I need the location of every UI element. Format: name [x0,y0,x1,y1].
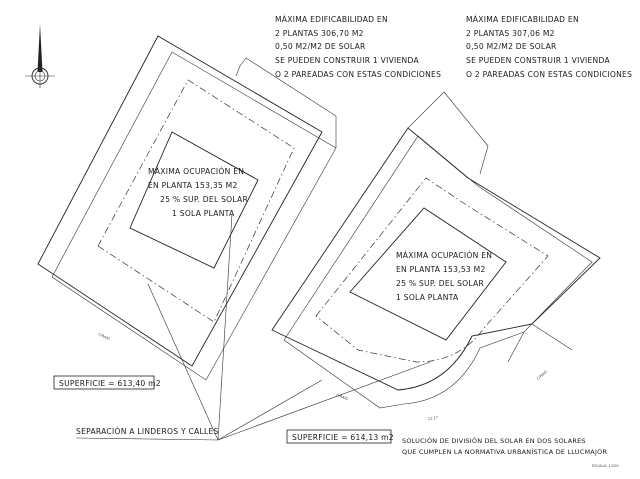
setback-label: SEPARACIÓN A LINDEROS Y CALLES [75,427,219,441]
svg-text:25 % SUP. DEL SOLAR: 25 % SUP. DEL SOLAR [396,279,484,288]
svg-text:SOLUCIÓN DE DIVISIÓN DEL SOLAR: SOLUCIÓN DE DIVISIÓN DEL SOLAR EN DOS SO… [402,436,586,445]
svg-text:QUE CUMPLEN LA NORMATIVA URBAN: QUE CUMPLEN LA NORMATIVA URBANÍSTICA DE … [402,447,607,456]
left-buildability-note: MÁXIMA EDIFICABILIDAD EN 2 PLANTAS 306,7… [275,15,441,79]
right-surface-box: SUPERFICIE = 614,13 m2 [286,429,394,444]
svg-text:2 PLANTAS 306,70 M2: 2 PLANTAS 306,70 M2 [275,29,364,38]
svg-text:EN PLANTA 153,53 M2: EN PLANTA 153,53 M2 [396,265,486,274]
left-setback-line [97,79,295,323]
scale-label: ESCALA: 1/200 [592,464,619,468]
svg-text:2 PLANTAS 307,06 M2: 2 PLANTAS 307,06 M2 [466,29,555,38]
edge-label-dimension: 11,17 [428,416,439,421]
left-occupancy-footprint [129,131,259,269]
svg-text:SUPERFICIE = 614,13 m2: SUPERFICIE = 614,13 m2 [292,433,394,442]
svg-text:0,50 M2/M2 DE SOLAR: 0,50 M2/M2 DE SOLAR [466,42,557,51]
right-plot-inner-boundary [283,135,593,409]
right-buildability-note: MÁXIMA EDIFICABILIDAD EN 2 PLANTAS 307,0… [466,15,632,79]
svg-text:SUPERFICIE = 613,40 m2: SUPERFICIE = 613,40 m2 [59,379,161,388]
edge-label-mid: C/RAIG [336,393,349,401]
svg-text:25 % SUP. DEL SOLAR: 25 % SUP. DEL SOLAR [160,195,248,204]
svg-text:SE PUEDEN CONSTRUIR 1 VIVIENDA: SE PUEDEN CONSTRUIR 1 VIVIENDA [275,56,419,65]
left-plot-boundary [37,35,323,367]
svg-text:O 2 PAREADAS CON ESTAS CONDICI: O 2 PAREADAS CON ESTAS CONDICIONES [466,70,632,79]
svg-text:MÁXIMA EDIFICABILIDAD EN: MÁXIMA EDIFICABILIDAD EN [466,15,579,24]
svg-text:SE PUEDEN CONSTRUIR 1 VIVIENDA: SE PUEDEN CONSTRUIR 1 VIVIENDA [466,56,610,65]
edge-label-left: C/RAIG [98,332,111,341]
svg-text:SEPARACIÓN A LINDEROS Y CALLES: SEPARACIÓN A LINDEROS Y CALLES [76,427,219,436]
right-plot [271,91,601,409]
north-arrow-icon [25,24,55,88]
setback-leader-lines [147,213,431,441]
right-occupancy-note: MÁXIMA OCUPACIÓN EN EN PLANTA 153,53 M2 … [396,251,492,302]
right-setback-line [315,177,549,363]
svg-text:MÁXIMA OCUPACIÓN EN: MÁXIMA OCUPACIÓN EN [148,167,244,176]
edge-label-right: C/RAIG [536,370,548,381]
left-plot [37,35,337,381]
svg-text:MÁXIMA OCUPACIÓN EN: MÁXIMA OCUPACIÓN EN [396,251,492,260]
svg-text:EN PLANTA 153,35 M2: EN PLANTA 153,35 M2 [148,181,238,190]
left-surface-box: SUPERFICIE = 613,40 m2 [53,375,161,390]
solution-note: SOLUCIÓN DE DIVISIÓN DEL SOLAR EN DOS SO… [402,436,607,456]
svg-text:O 2 PAREADAS CON ESTAS CONDICI: O 2 PAREADAS CON ESTAS CONDICIONES [275,70,441,79]
right-occupancy-footprint [349,207,507,341]
svg-text:1 SOLA PLANTA: 1 SOLA PLANTA [172,209,235,218]
right-plot-boundary [271,127,601,391]
left-occupancy-note: MÁXIMA OCUPACIÓN EN EN PLANTA 153,35 M2 … [148,167,248,218]
svg-text:0,50 M2/M2 DE SOLAR: 0,50 M2/M2 DE SOLAR [275,42,366,51]
svg-text:1 SOLA PLANTA: 1 SOLA PLANTA [396,293,459,302]
svg-text:MÁXIMA EDIFICABILIDAD EN: MÁXIMA EDIFICABILIDAD EN [275,15,388,24]
